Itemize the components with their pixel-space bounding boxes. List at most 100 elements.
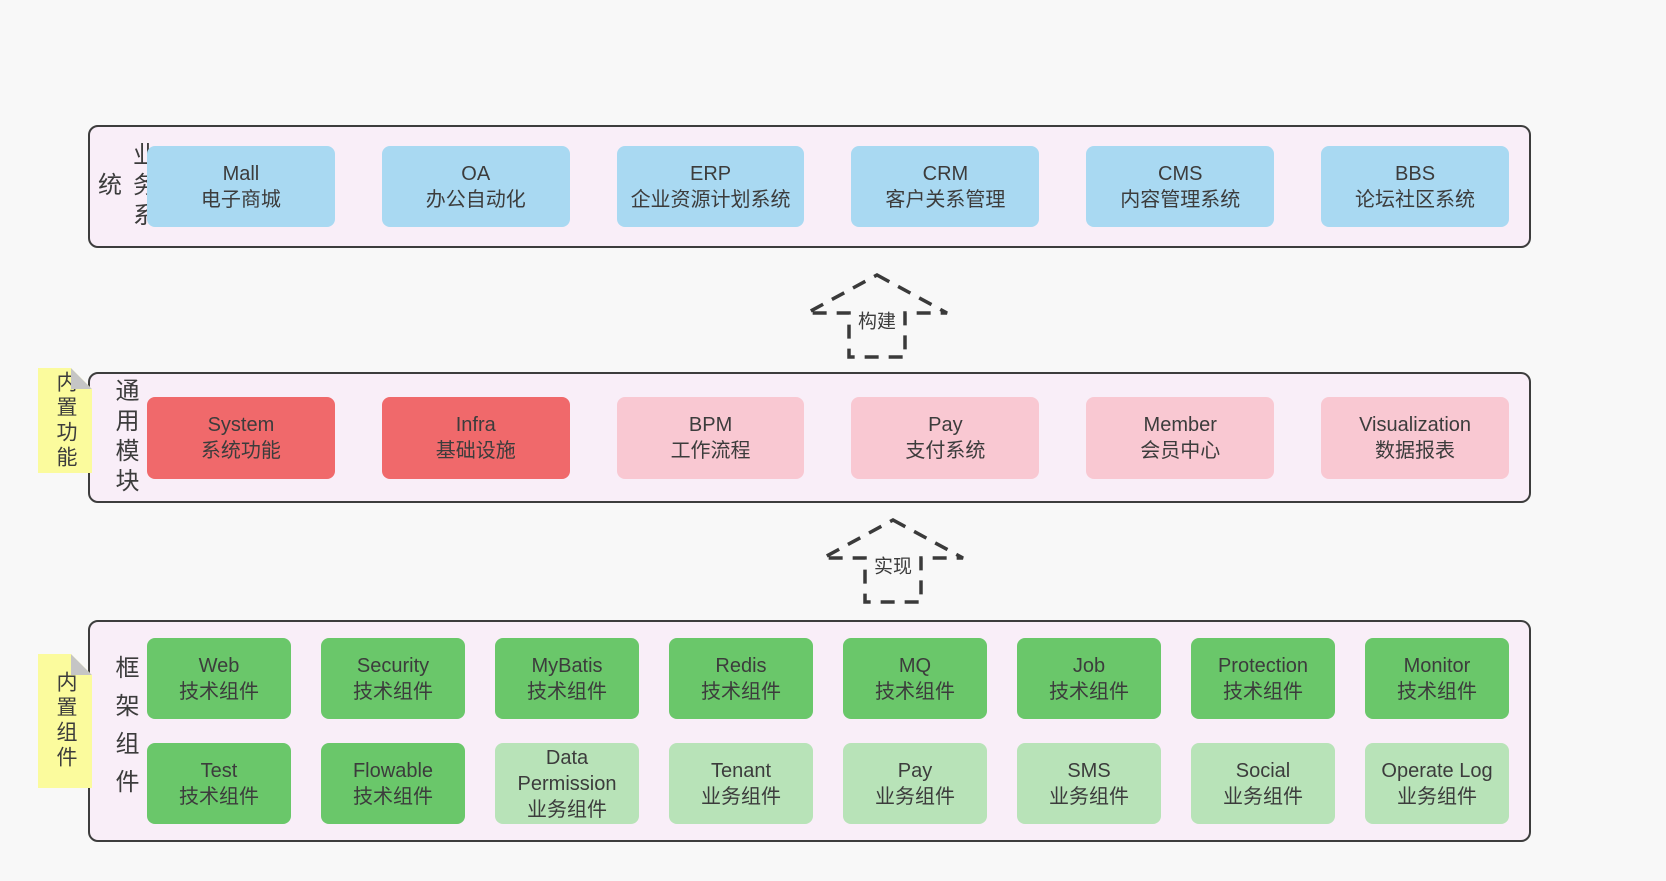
module-box-test: Test 技术组件 [147, 743, 291, 824]
module-box-subtitle: 业务组件 [701, 785, 781, 808]
sticky-note-text: 内置功能 [54, 370, 77, 471]
module-box-infra: Infra 基础设施 [381, 396, 570, 479]
module-box-subtitle: 工作流程 [670, 439, 751, 462]
module-box-subtitle: 基础设施 [435, 439, 516, 462]
module-box-title: Tenant [710, 759, 772, 782]
sticky-note-built-in-features: 内置功能 [38, 368, 92, 473]
sticky-note-text: 内置组件 [54, 671, 77, 771]
layer-label-common-modules: 通用模块 [111, 377, 138, 498]
module-box-social: Social 业务组件 [1191, 743, 1335, 824]
implement-arrow-label: 实现 [869, 550, 917, 580]
module-box-title: Member [1143, 413, 1217, 436]
module-box-subtitle: 企业资源计划系统 [630, 188, 791, 211]
module-box-title: OA [461, 162, 491, 185]
module-box-subtitle: 技术组件 [527, 680, 607, 703]
dashed-up-arrow-icon [822, 518, 964, 604]
layer-business-systems: 业务系统 Mall 电子商城 OA 办公自动化 ERP 企业资源计划系统 CRM 客户关系管理… [88, 125, 1531, 248]
module-box-subtitle: 技术组件 [353, 680, 433, 703]
module-box-title: CMS [1158, 162, 1203, 185]
module-box-subtitle: 数据报表 [1375, 439, 1456, 462]
module-box-subtitle: 论坛社区系统 [1355, 188, 1476, 211]
module-box-title: Protection [1217, 654, 1309, 677]
module-box-title: Data Permission [517, 746, 617, 795]
module-box-subtitle: 客户关系管理 [885, 188, 1006, 211]
module-box-title: Social [1235, 759, 1291, 782]
module-box-tenant: Tenant 业务组件 [669, 743, 813, 824]
module-box-subtitle: 技术组件 [1223, 680, 1303, 703]
module-box-member: Member 会员中心 [1086, 396, 1275, 479]
module-box-sms: SMS 业务组件 [1017, 743, 1161, 824]
module-box-protection: Protection 技术组件 [1191, 638, 1335, 719]
module-box-mq: MQ 技术组件 [843, 638, 987, 719]
module-box-crm: CRM 客户关系管理 [851, 146, 1040, 227]
module-box-subtitle: 电子商城 [200, 188, 281, 211]
module-box-system: System 系统功能 [147, 396, 335, 479]
module-box-job: Job 技术组件 [1017, 638, 1161, 719]
implement-arrow: 实现 [818, 517, 968, 605]
module-box-subtitle: 技术组件 [875, 680, 955, 703]
layer-label-business-systems: 业务系统 [93, 141, 156, 232]
module-box-security: Security 技术组件 [321, 638, 465, 719]
module-box-title: BBS [1395, 162, 1436, 185]
sticky-note-built-in-components: 内置组件 [38, 654, 92, 788]
module-box-title: Security [356, 654, 430, 677]
module-box-monitor: Monitor 技术组件 [1365, 638, 1509, 719]
business-systems-boxes: Mall 电子商城 OA 办公自动化 ERP 企业资源计划系统 CRM 客户关系管理 CMS 内容… [147, 146, 1509, 227]
module-box-visualization: Visualization 数据报表 [1321, 396, 1509, 479]
module-box-subtitle: 办公自动化 [425, 188, 526, 211]
module-box-flowable: Flowable 技术组件 [321, 743, 465, 824]
module-box-title: SMS [1067, 759, 1111, 782]
layer-framework-components: 框架组件 Web 技术组件 Security 技术组件 MyBatis 技术组件 Redis… [88, 620, 1531, 842]
module-box-title: Pay [897, 759, 933, 782]
module-box-pay: Pay 支付系统 [851, 396, 1040, 479]
module-box-title: System [207, 413, 275, 436]
module-box-title: MQ [898, 654, 932, 677]
module-box-subtitle: 系统功能 [200, 439, 281, 462]
module-box-title: MyBatis [531, 654, 603, 677]
module-box-bbs: BBS 论坛社区系统 [1321, 146, 1509, 227]
module-box-subtitle: 技术组件 [1049, 680, 1129, 703]
module-box-title: Pay [928, 413, 963, 436]
module-box-title: Flowable [352, 759, 434, 782]
layer-label-framework-components: 框架组件 [111, 655, 138, 807]
module-box-title: Monitor [1403, 654, 1471, 677]
module-box-subtitle: 业务组件 [1397, 785, 1477, 808]
module-box-subtitle: 技术组件 [179, 785, 259, 808]
module-box-oa: OA 办公自动化 [381, 146, 570, 227]
module-box-cms: CMS 内容管理系统 [1086, 146, 1275, 227]
dashed-up-arrow-icon [806, 273, 948, 359]
module-box-title: Mall [222, 162, 260, 185]
module-box-web: Web 技术组件 [147, 638, 291, 719]
module-box-subtitle: 技术组件 [353, 785, 433, 808]
module-box-subtitle: 内容管理系统 [1120, 188, 1241, 211]
module-box-title: Test [200, 759, 238, 782]
module-box-subtitle: 技术组件 [179, 680, 259, 703]
module-box-title: ERP [690, 162, 732, 185]
module-box-erp: ERP 企业资源计划系统 [616, 146, 805, 227]
module-box-title: CRM [922, 162, 969, 185]
module-box-mybatis: MyBatis 技术组件 [495, 638, 639, 719]
module-box-title: Infra [455, 413, 496, 436]
module-box-title: Job [1072, 654, 1106, 677]
module-box-title: Web [198, 654, 240, 677]
module-box-subtitle: 技术组件 [1397, 680, 1477, 703]
module-box-subtitle: 业务组件 [1223, 785, 1303, 808]
module-box-mall: Mall 电子商城 [147, 146, 335, 227]
build-arrow-label: 构建 [853, 305, 901, 335]
module-box-subtitle: 业务组件 [1049, 785, 1129, 808]
build-arrow: 构建 [802, 272, 952, 360]
module-box-subtitle: 业务组件 [875, 785, 955, 808]
module-box-title: Visualization [1359, 413, 1472, 436]
module-box-subtitle: 会员中心 [1140, 439, 1221, 462]
module-box-title: Redis [715, 654, 767, 677]
module-box-subtitle: 支付系统 [905, 439, 986, 462]
